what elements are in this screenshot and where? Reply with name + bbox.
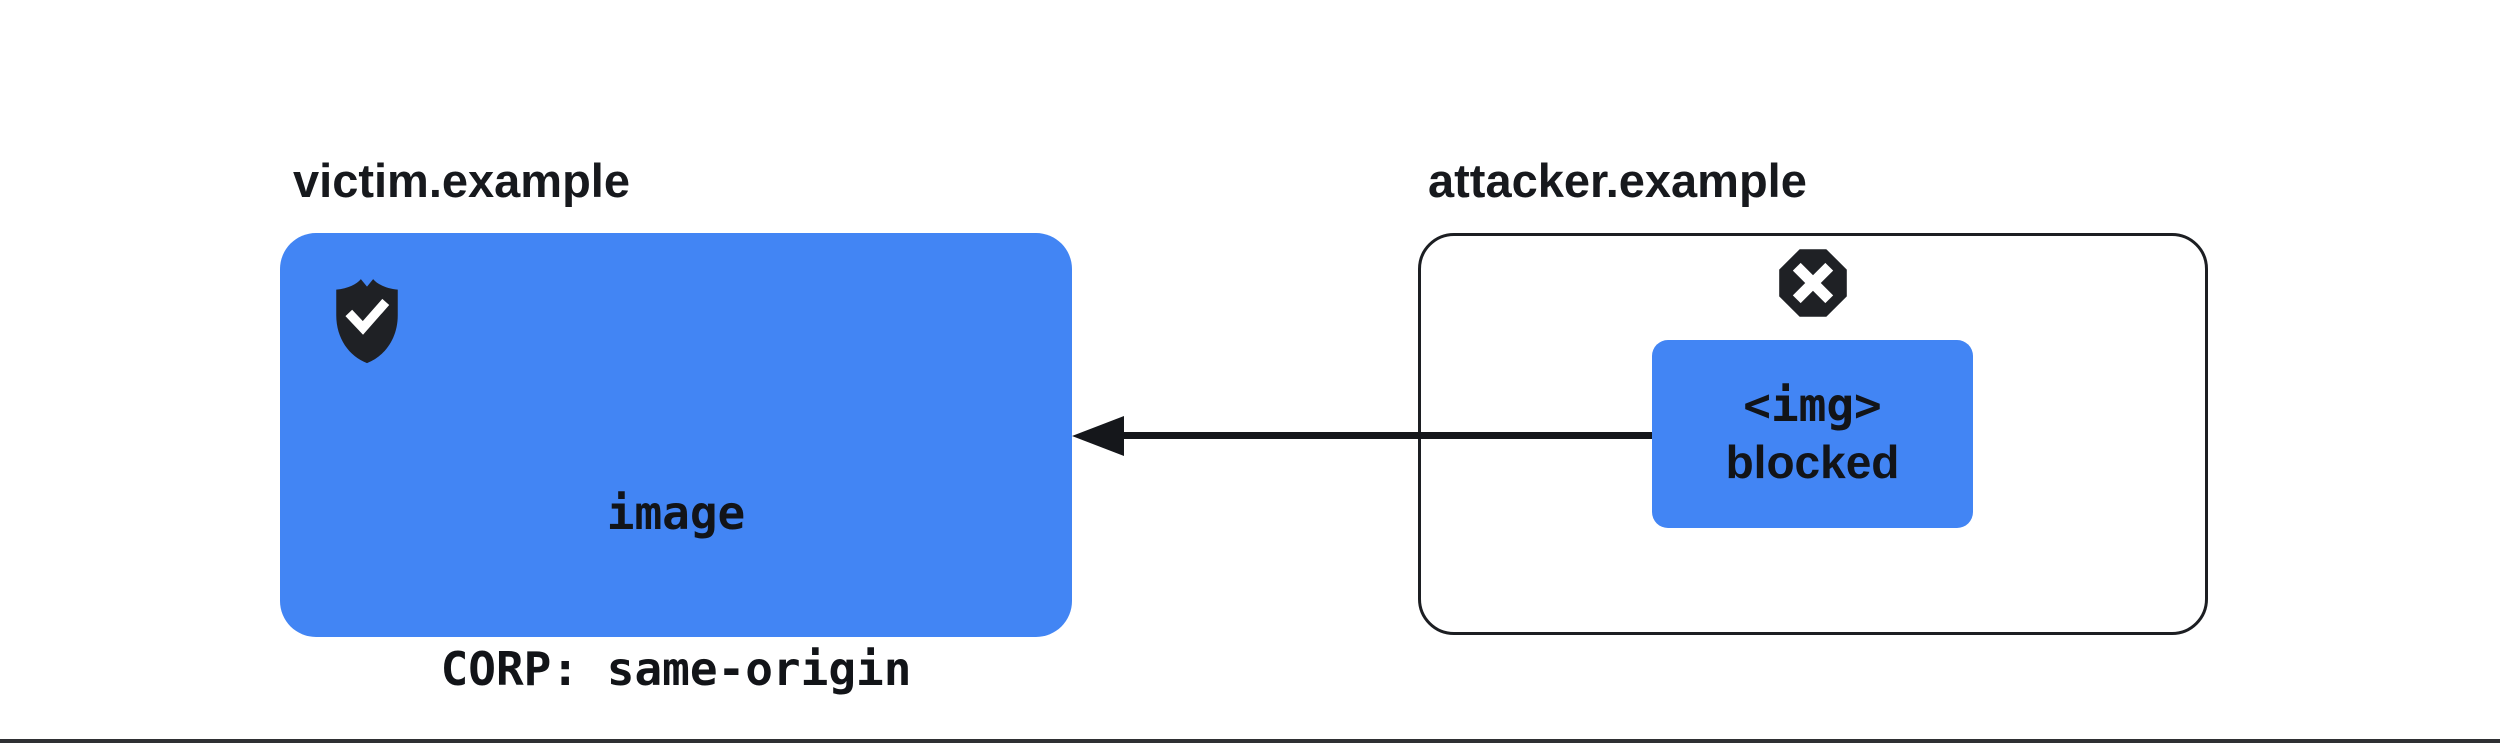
victim-resource-line-1: image (606, 486, 746, 540)
attacker-domain-label: attacker.example (1428, 154, 1807, 207)
victim-resource-line-2: CORP: same-origin (440, 642, 912, 696)
blocked-status-text: blocked (1725, 436, 1900, 488)
victim-resource-text: image CORP: same-origin (280, 383, 1072, 743)
shield-check-icon (336, 279, 398, 364)
img-tag-text: <img> (1743, 378, 1882, 432)
victim-domain-label: victim.example (293, 154, 631, 207)
blocked-img-request-chip: <img> blocked (1652, 340, 1973, 528)
request-arrow-head (1072, 416, 1124, 456)
blocked-x-octagon-icon (1779, 249, 1847, 317)
request-arrow-shaft (1124, 432, 1652, 439)
bottom-divider (0, 739, 2500, 743)
victim-resource-card: image CORP: same-origin (280, 233, 1072, 695)
